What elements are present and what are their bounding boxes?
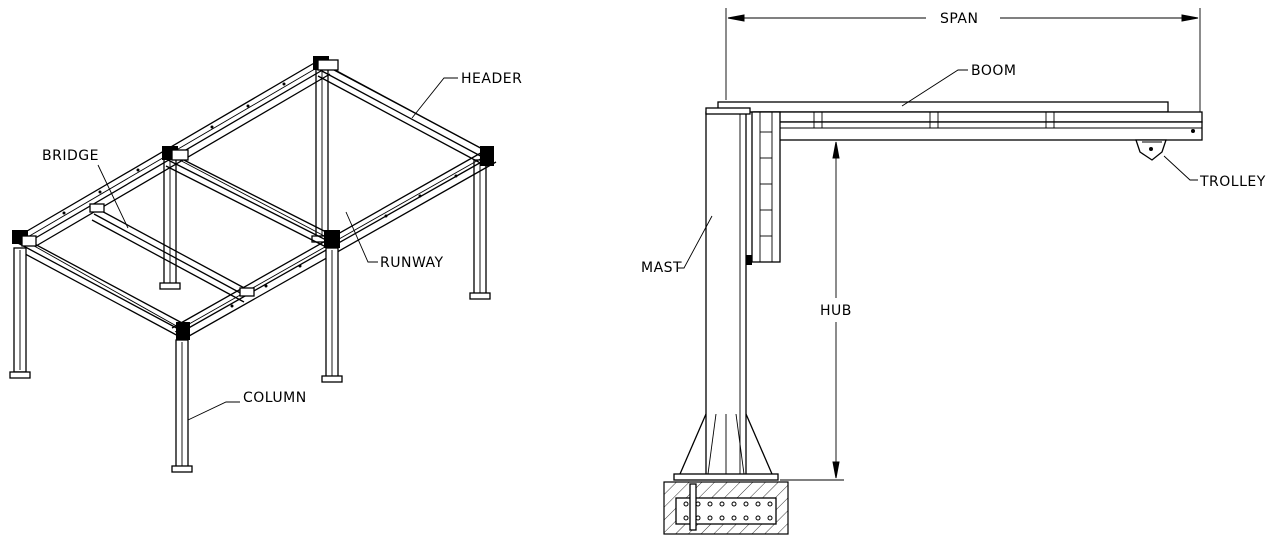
column-far-right: [469, 159, 491, 300]
runway-holes: [62, 82, 458, 308]
pivot-bracket: [744, 111, 781, 265]
label-span: SPAN: [940, 11, 978, 27]
gantry-crane-drawing: HEADER BRIDGE RUNWAY COLUMN: [9, 56, 522, 473]
label-column: COLUMN: [243, 390, 307, 406]
label-header: HEADER: [461, 71, 522, 87]
cross-beam-middle: [165, 151, 335, 251]
hub-dimension: HUB: [780, 139, 852, 481]
label-runway: RUNWAY: [380, 255, 444, 271]
column-front-middle: [321, 247, 343, 383]
gantry-labels: HEADER BRIDGE RUNWAY COLUMN: [42, 71, 522, 421]
base-gussets: [673, 413, 779, 481]
label-bridge: BRIDGE: [42, 148, 99, 164]
column-front: [171, 339, 193, 473]
header-beam: [317, 61, 489, 167]
label-mast: MAST: [641, 260, 682, 276]
bridge-beam: [89, 203, 255, 303]
column-back-right: [311, 67, 333, 243]
label-hub: HUB: [820, 303, 852, 319]
jib-crane-drawing: SPAN BOOM TROLLEY: [641, 8, 1266, 535]
beam-end-caps: [12, 56, 494, 340]
foundation: [663, 481, 789, 535]
boom: BOOM: [717, 63, 1203, 141]
column-front-left: [9, 247, 31, 379]
label-trolley: TROLLEY: [1199, 174, 1266, 190]
label-boom: BOOM: [971, 63, 1016, 79]
trolley: TROLLEY: [1135, 139, 1266, 190]
mast: MAST: [641, 107, 751, 479]
column-middle-back: [159, 149, 181, 290]
cross-beam-front: [13, 233, 185, 339]
